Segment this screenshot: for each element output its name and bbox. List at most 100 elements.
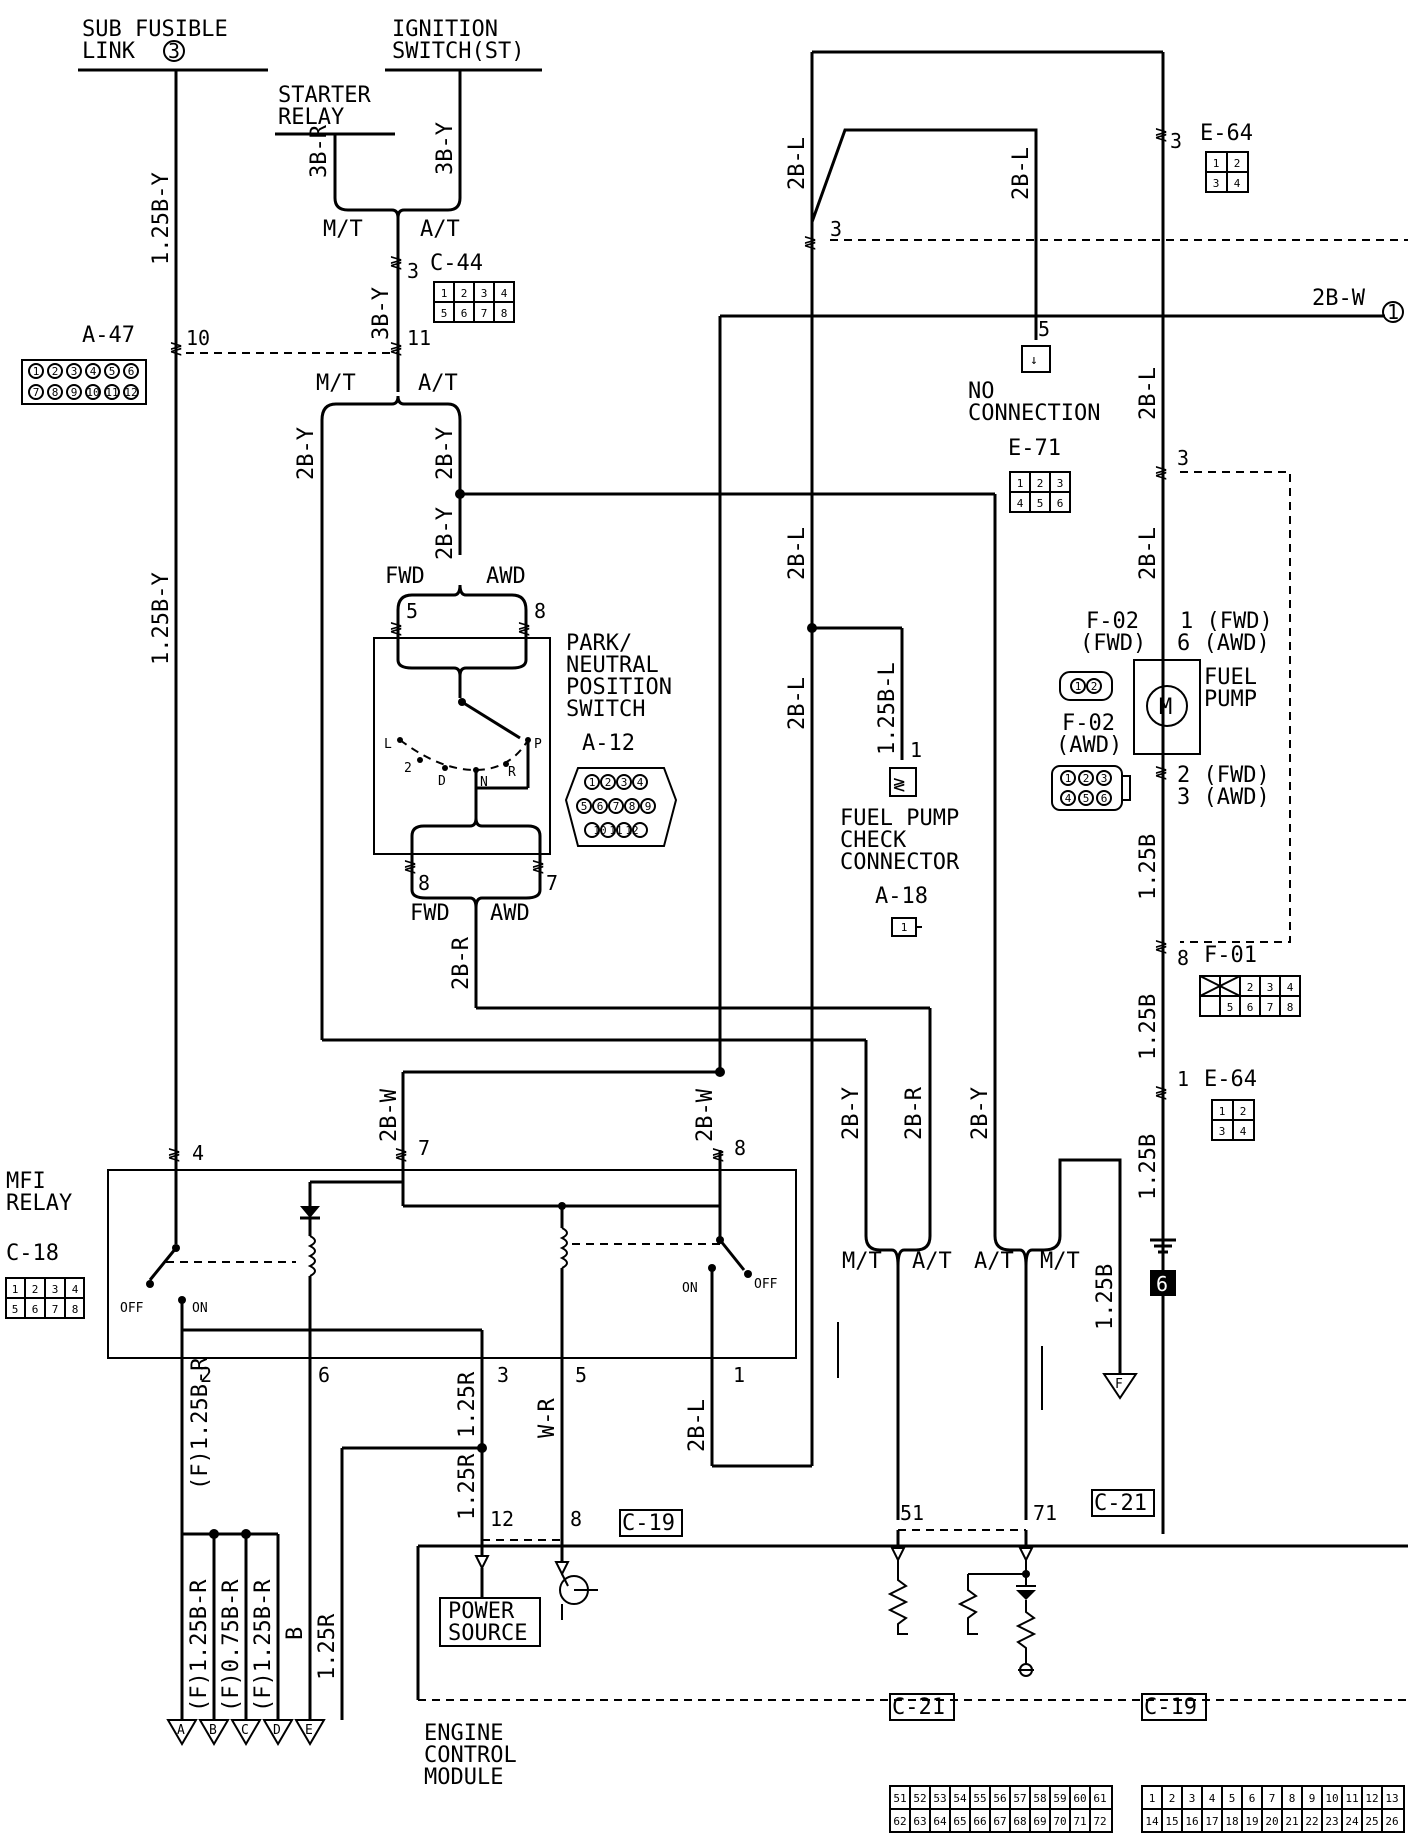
label-awd-top: AWD — [486, 564, 526, 589]
wire-label-2b-y-51: 2B-Y — [839, 1087, 864, 1140]
f01-top-pin-3: 3 — [1267, 981, 1274, 994]
wire-label-1.25r-lower: 1.25R — [455, 1453, 480, 1520]
a47-label: A-47 — [82, 323, 135, 348]
wire-label-b: (F)0.75B-R — [219, 1579, 244, 1712]
a12-row2-pin-8: 8 — [629, 800, 636, 813]
f02-awd-tag: (AWD) — [1056, 733, 1122, 758]
a12-face — [564, 767, 678, 847]
no-connection-label-2: CONNECTION — [968, 401, 1100, 426]
relay-contact-1 — [148, 1247, 178, 1281]
a12-row1-pin-1: 1 — [589, 776, 596, 789]
connector-e71 — [1009, 471, 1071, 513]
c21-pin-72: 72 — [1093, 1815, 1106, 1828]
ref-circle-1 — [1382, 301, 1404, 323]
pn-pin-8: 8 — [534, 599, 546, 623]
wire-label-1.25b-y-lower: 1.25B-Y — [149, 572, 174, 665]
e64-top-pin-3: 3 — [1170, 129, 1182, 153]
connector-f02-awd — [1051, 765, 1131, 811]
ground-symbol — [1150, 1238, 1176, 1254]
wire-label-2b-l-3: 2B-L — [785, 677, 810, 730]
wire-label-3b-y-c44: 3B-Y — [369, 287, 394, 340]
c21-pin-57: 57 — [1013, 1792, 1026, 1805]
e64-bottom-pin-1: 1 — [1177, 1067, 1189, 1091]
label-mt-mid: M/T — [316, 371, 356, 396]
pn-crimp-8: ≷ — [518, 615, 530, 639]
c21-pin-58: 58 — [1033, 1792, 1046, 1805]
c19-pin-26: 26 — [1385, 1815, 1398, 1828]
f02-awd-pin-2: 2 — [1083, 772, 1090, 785]
ecm-pin-51: 51 — [900, 1501, 924, 1525]
a47-pin-10: 10 — [86, 386, 99, 399]
wire-label-3b-r: 3B-R — [307, 124, 332, 178]
a12-row3-pin-11: 11 — [609, 824, 622, 837]
nc-pin-5: 5 — [1038, 317, 1050, 341]
a47-pin-10: 10 — [186, 326, 210, 350]
a47-face-cells — [28, 363, 139, 400]
ecm-zener-71 — [1016, 1590, 1036, 1600]
a47-pin-5: 5 — [109, 365, 116, 378]
fuel-pump-check-terminal — [889, 767, 917, 797]
connector-c18 — [5, 1277, 85, 1319]
mt-at-merge-top — [333, 197, 462, 219]
a18-pin-1: 1 — [901, 921, 908, 934]
fuel-pump-body — [1133, 659, 1201, 755]
c19-tag — [1141, 1693, 1207, 1721]
wire-label-2b-w-right: 2B-W — [693, 1088, 718, 1142]
c19-pin-13: 13 — [1385, 1792, 1398, 1805]
f01-bottom-pin-7: 7 — [1267, 1001, 1274, 1014]
f02-fwd-pin-2: 2 — [1091, 680, 1098, 693]
fuel-pump-label-1: FUEL — [1204, 665, 1257, 690]
bottom-terminals: A B C D E — [166, 1719, 326, 1746]
c19-pin-9: 9 — [1309, 1792, 1316, 1805]
fp-pin-1-label: 1 (FWD) — [1180, 609, 1273, 634]
wire-label-1.25b-f: 1.25B — [1093, 1264, 1118, 1330]
e71-pin-3: 3 — [1057, 477, 1064, 490]
c21-pin-54: 54 — [953, 1792, 967, 1805]
connector-f02-fwd — [1059, 671, 1113, 701]
relay-pin-1: 1 — [733, 1363, 745, 1387]
wire-label-a: (F)1.25B-R — [187, 1579, 212, 1712]
fuel-pump-check-crimp: ≷ — [893, 771, 905, 795]
c19-pin-2: 2 — [1169, 1792, 1176, 1805]
e71-pin-5: 5 — [1037, 497, 1044, 510]
c19-pin-3: 3 — [1189, 1792, 1196, 1805]
relay-crimp-8: ≷ — [712, 1141, 724, 1165]
f02-fwd-label: F-02 — [1086, 609, 1139, 634]
ground-ref-box — [1150, 1270, 1176, 1296]
pn-switch-label-4: SWITCH — [566, 697, 645, 722]
f02-awd-pin-4: 4 — [1065, 792, 1072, 805]
c44-pin-11: 11 — [407, 326, 431, 350]
wire-label-2b-w-top: 2B-W — [1312, 286, 1366, 311]
a47-pin-7: 7 — [33, 386, 40, 399]
pn-pin-7: 7 — [546, 871, 558, 895]
wire-label-1.25r-upper: 1.25R — [455, 1371, 480, 1438]
c21-label: C-21 — [892, 1695, 945, 1720]
wire-label-2b-l-nc: 2B-L — [1009, 147, 1034, 200]
c18-pin-2: 2 — [32, 1283, 39, 1296]
c19-pin-6: 6 — [1249, 1792, 1256, 1805]
ecm-pin-12: 12 — [490, 1507, 514, 1531]
relay-coil-2 — [559, 1227, 568, 1269]
c21-pin-62: 62 — [893, 1815, 906, 1828]
e64-bottom-label: E-64 — [1204, 1067, 1257, 1092]
fuel-pump-check-label-1: FUEL PUMP — [840, 806, 959, 831]
label-mt-51: M/T — [842, 1249, 882, 1274]
fp-crimp-3: ≷ — [1155, 459, 1167, 483]
c21-tag-mid — [1091, 1489, 1155, 1517]
a12-row1-pin-2: 2 — [605, 776, 612, 789]
c19-pin-19: 19 — [1245, 1815, 1258, 1828]
sub-fusible-link-label-2: LINK — [82, 39, 136, 64]
fp-crimp-2: ≷ — [1155, 759, 1167, 783]
pn-crimp-7: ≷ — [532, 853, 544, 877]
c18-pin-5: 5 — [12, 1303, 19, 1316]
f01-bottom-pin-8: 8 — [1287, 1001, 1294, 1014]
mt-at-merge-51 — [864, 1235, 932, 1267]
c44-pin-1: 1 — [441, 287, 448, 300]
c18-pin-3: 3 — [52, 1283, 59, 1296]
f02-awd-pin-1: 1 — [1065, 772, 1072, 785]
pn-crimp-8b: ≷ — [404, 853, 416, 877]
a18-label: A-18 — [875, 884, 928, 909]
a12-row1-pin-3: 3 — [621, 776, 628, 789]
c44-pin-8: 8 — [501, 307, 508, 320]
connector-c19-face — [1141, 1785, 1405, 1833]
